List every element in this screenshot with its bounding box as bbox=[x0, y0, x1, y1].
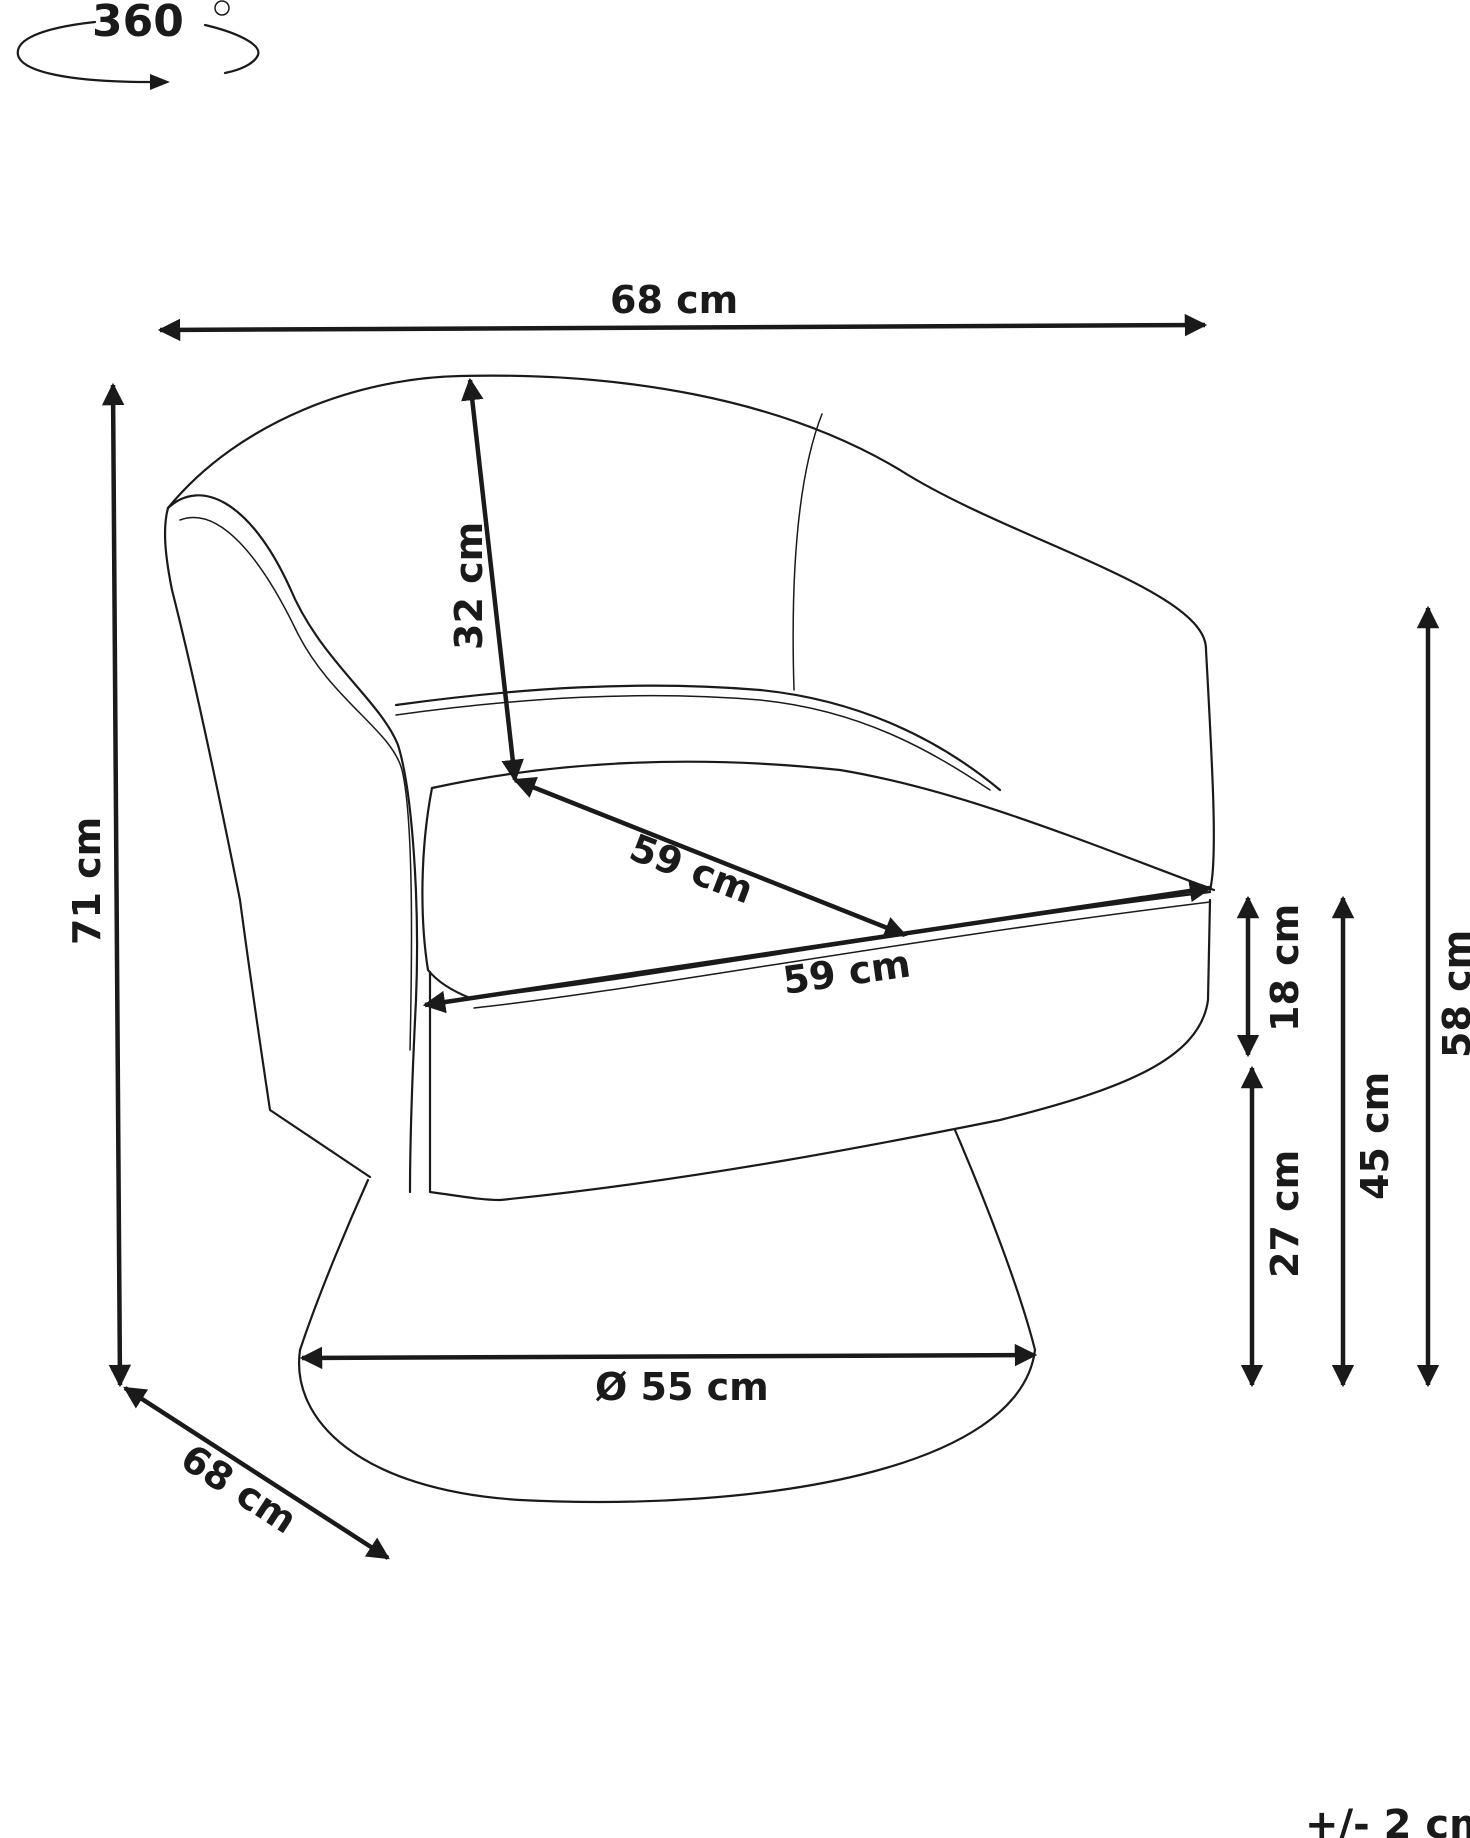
tolerance-note: +/- 2 cm bbox=[1305, 1802, 1470, 1838]
arrow-total-height bbox=[101, 382, 132, 1388]
arrow-depth bbox=[123, 1386, 390, 1560]
label-seat-height: 45 cm bbox=[1353, 1072, 1397, 1200]
chair-outline bbox=[163, 374, 1216, 1504]
label-base-diameter: Ø 55 cm bbox=[595, 1365, 769, 1409]
arrow-backrest-height bbox=[461, 377, 524, 783]
rotation-label: 360 bbox=[92, 0, 184, 47]
rotate-360-icon bbox=[16, 0, 260, 90]
label-backrest-height: 32 cm bbox=[447, 522, 491, 650]
label-seat-thickness: 18 cm bbox=[1263, 904, 1307, 1032]
label-seat-depth: 59 cm bbox=[624, 825, 759, 912]
label-leg-height: 27 cm bbox=[1263, 1150, 1307, 1278]
label-top-width: 68 cm bbox=[610, 278, 738, 322]
label-arm-height: 58 cm bbox=[1435, 930, 1470, 1058]
arrow-seat-width bbox=[422, 879, 1213, 1014]
arrow-base-diameter bbox=[299, 1343, 1038, 1370]
label-total-height: 71 cm bbox=[65, 817, 109, 945]
arrow-top-width bbox=[157, 313, 1208, 342]
